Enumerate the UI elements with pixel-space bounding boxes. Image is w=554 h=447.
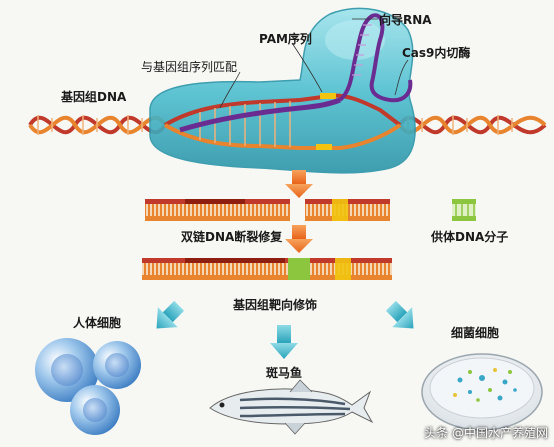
- zebrafish-label: 斑马鱼: [266, 366, 303, 380]
- guide-rna: [179, 13, 413, 133]
- arrow-to-bacteria: [385, 300, 414, 329]
- bacteria-dish-illustration: [421, 353, 543, 431]
- zebrafish-illustration: [209, 379, 374, 435]
- arrow-down-2: [285, 225, 313, 253]
- unwound-dna: [163, 93, 402, 150]
- donor-dna-icon: [452, 199, 476, 221]
- guide-rna-label: 向导RNA: [379, 13, 432, 27]
- genomic-dna-label: 基因组DNA: [61, 90, 127, 104]
- genome-match-label: 与基因组序列匹配: [141, 60, 238, 74]
- genomic-dna-helix: [28, 115, 547, 135]
- bacteria-label: 细菌细胞: [451, 326, 500, 340]
- pam-label: PAM序列: [259, 32, 312, 46]
- genome-editing-label: 基因组靶向修饰: [233, 298, 318, 312]
- double-strand-break-label: 双链DNA断裂修复: [181, 230, 283, 244]
- human-cells-illustration: [35, 338, 141, 435]
- arrow-down-1: [285, 170, 313, 198]
- leader-lines: [219, 18, 409, 109]
- repaired-dna: [142, 258, 392, 280]
- arrow-to-zebrafish: [270, 325, 298, 359]
- donor-dna-label: 供体DNA分子: [431, 230, 509, 244]
- pam-site: [320, 93, 336, 99]
- cas9-label: Cas9内切酶: [402, 46, 471, 60]
- cas9-protein: [149, 7, 416, 174]
- watermark: 头条 @中国水产养殖网: [424, 426, 548, 440]
- cut-dna: [145, 199, 390, 221]
- arrow-to-human-cells: [156, 300, 185, 329]
- human-cells-label: 人体细胞: [73, 316, 122, 330]
